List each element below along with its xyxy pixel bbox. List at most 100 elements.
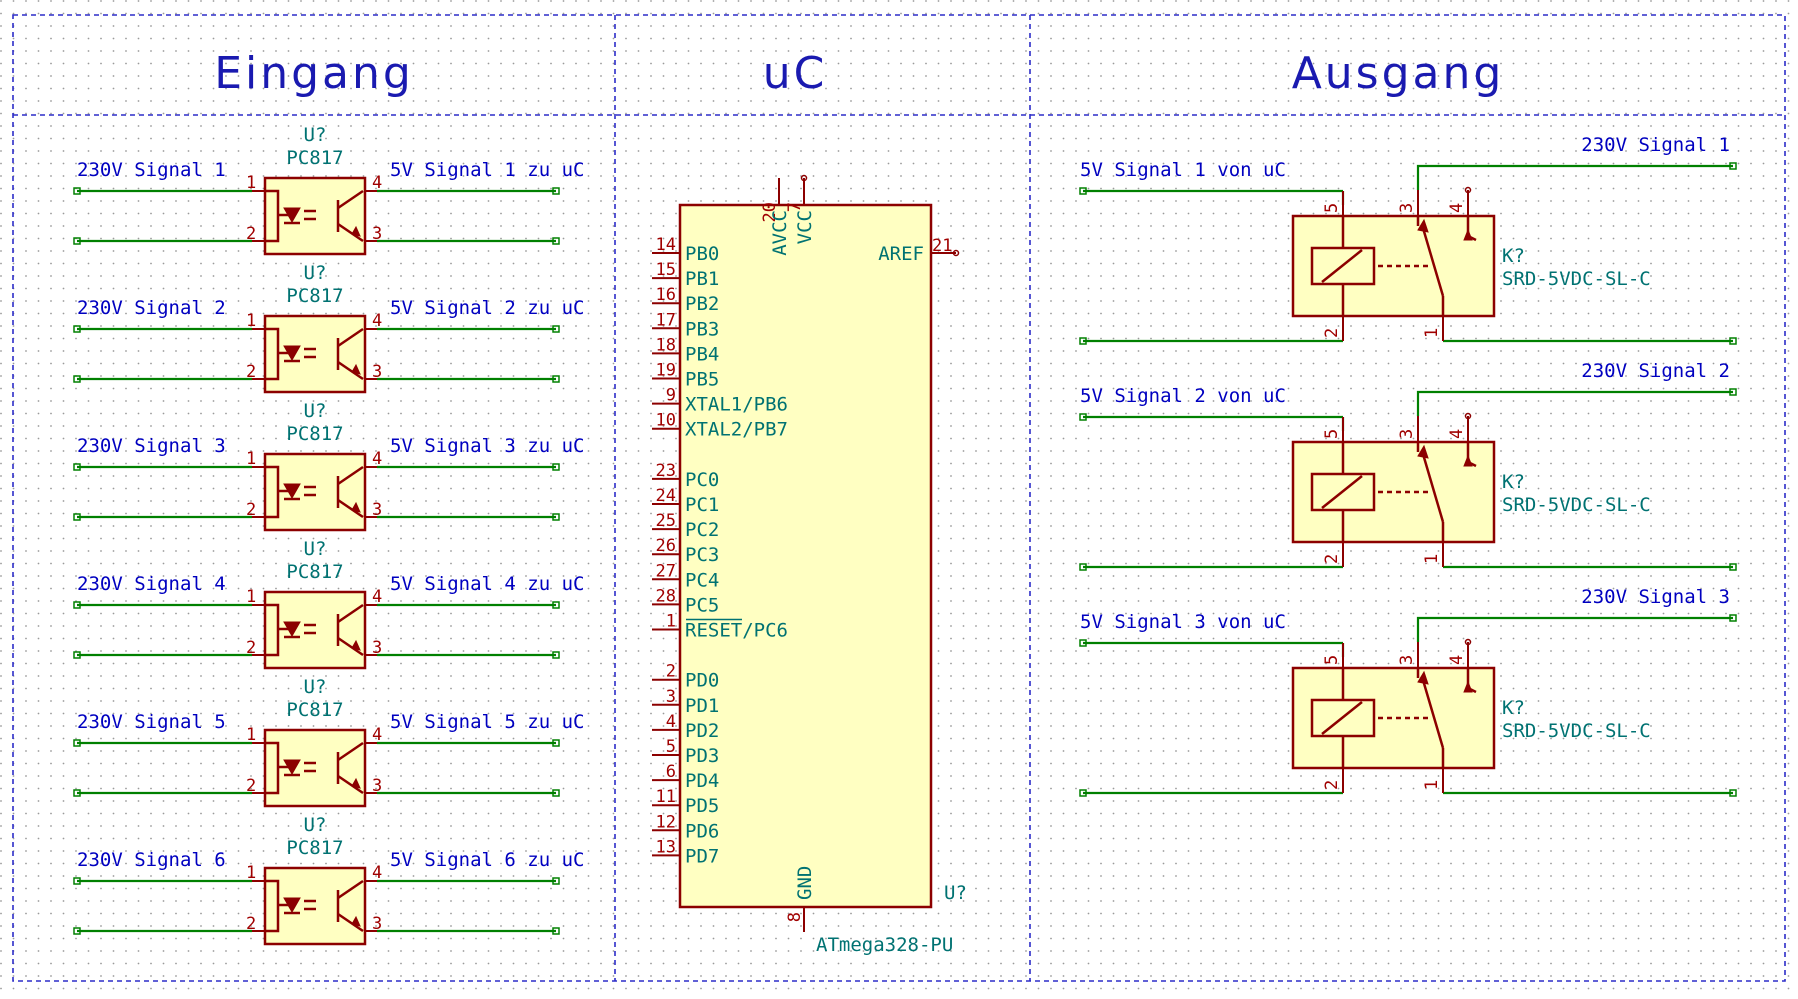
pin-number: 2 [246,362,256,382]
net-label-input: 5V Signal 3 von uC [1080,611,1286,633]
mcu-pin-name: XTAL2/PB7 [685,419,788,441]
mcu-pin-name: PB2 [685,293,719,315]
wire-terminal [73,463,81,471]
relay-pin-number: 5 [1322,429,1342,439]
net-label-output: 230V Signal 1 [1581,134,1730,156]
mcu-pin-number: 18 [656,335,676,355]
mcu-pin-number: 13 [656,837,676,857]
coil-diagonal [1321,701,1363,735]
pin-end-icon [800,174,808,182]
net-label-output: 230V Signal 3 [1581,586,1730,608]
mcu-pin-name: PB5 [685,369,719,391]
pin-number: 3 [372,224,382,244]
optocoupler-ref: U? [304,814,327,836]
mcu-pin-number: 1 [666,612,676,632]
mcu-pin-name: PC4 [685,569,719,591]
mcu-pin-name: XTAL1/PB6 [685,394,788,416]
optocoupler-ref: U? [304,676,327,698]
wire-terminal [1079,413,1087,421]
optocoupler-value: PC817 [286,423,343,445]
pin-number: 2 [246,500,256,520]
transistor-collector [337,741,364,762]
wire-terminal [552,877,560,885]
pin-number: 4 [372,311,382,331]
mcu-pin-name: VCC [794,210,816,244]
transistor-emitter [337,222,364,243]
mcu-pin-name: PC2 [685,519,719,541]
pin-number: 1 [246,863,256,883]
wire-terminal [1729,614,1737,622]
mcu-pin-name: PB4 [685,343,719,365]
wire-terminal [552,651,560,659]
net-label-output: 5V Signal 1 zu uC [390,159,584,181]
switch-contact-icon [1421,227,1445,297]
mcu-pin-number: 28 [656,586,676,606]
relay-pin-number: 4 [1447,203,1467,213]
mcu-pin-name: PB0 [685,243,719,265]
transistor-emitter [337,912,364,933]
net-label-output: 5V Signal 4 zu uC [390,573,584,595]
mcu-pin-name: AREF [878,243,924,265]
nc-contact-arrow [1463,454,1473,467]
transistor-emitter [337,360,364,381]
contact-output-wire [1416,390,1733,416]
wire-terminal [73,513,81,521]
switch-arm-tip [1417,444,1429,459]
section-title-uc: uC [763,48,828,99]
pin-number: 4 [372,863,382,883]
net-label-input: 230V Signal 1 [77,159,226,181]
pin-number: 4 [372,449,382,469]
mcu-pin-name: PD3 [685,745,719,767]
relay-body [1291,440,1496,544]
wire-terminal [73,237,81,245]
relay-ref: K? [1502,697,1525,719]
mcu-pin-name: PD0 [685,670,719,692]
mcu-pin-name: PC3 [685,544,719,566]
wire-terminal [73,651,81,659]
contact-output-wire [1416,616,1733,642]
relay-pin-number: 3 [1397,655,1417,665]
emitter-arrow-icon [351,363,361,375]
emitter-arrow-icon [351,501,361,513]
mcu-pin-number: 25 [656,511,676,531]
relay-value: SRD-5VDC-SL-C [1502,268,1651,290]
contact-output-wire [1416,164,1733,190]
net-label-input: 5V Signal 1 von uC [1080,159,1286,181]
net-label-input: 230V Signal 2 [77,297,226,319]
mcu-pin-name: RESET/PC6 [685,620,788,642]
transistor-collector [337,465,364,486]
mcu-pin-name: PD4 [685,770,719,792]
pin-number: 4 [372,173,382,193]
relay-pin-number: 1 [1422,328,1442,338]
wire-terminal [552,513,560,521]
switch-contact-icon [1421,453,1445,523]
wire-terminal [1079,639,1087,647]
coil-diagonal [1321,475,1363,509]
switch-arm-tip [1417,218,1429,233]
relay-ref: K? [1502,245,1525,267]
mcu-ref: U? [944,882,967,904]
optocoupler-value: PC817 [286,699,343,721]
pin-number: 1 [246,587,256,607]
switch-contact-icon [1421,679,1445,749]
mcu-pin-name: PD2 [685,720,719,742]
mcu-pin-number: 2 [666,662,676,682]
relay-pin-number: 2 [1322,780,1342,790]
wire-terminal [1729,388,1737,396]
mcu-pin-number: 14 [656,235,676,255]
wire-terminal [552,237,560,245]
wire-terminal [1729,563,1737,571]
net-label-output: 5V Signal 6 zu uC [390,849,584,871]
net-label-input: 230V Signal 6 [77,849,226,871]
